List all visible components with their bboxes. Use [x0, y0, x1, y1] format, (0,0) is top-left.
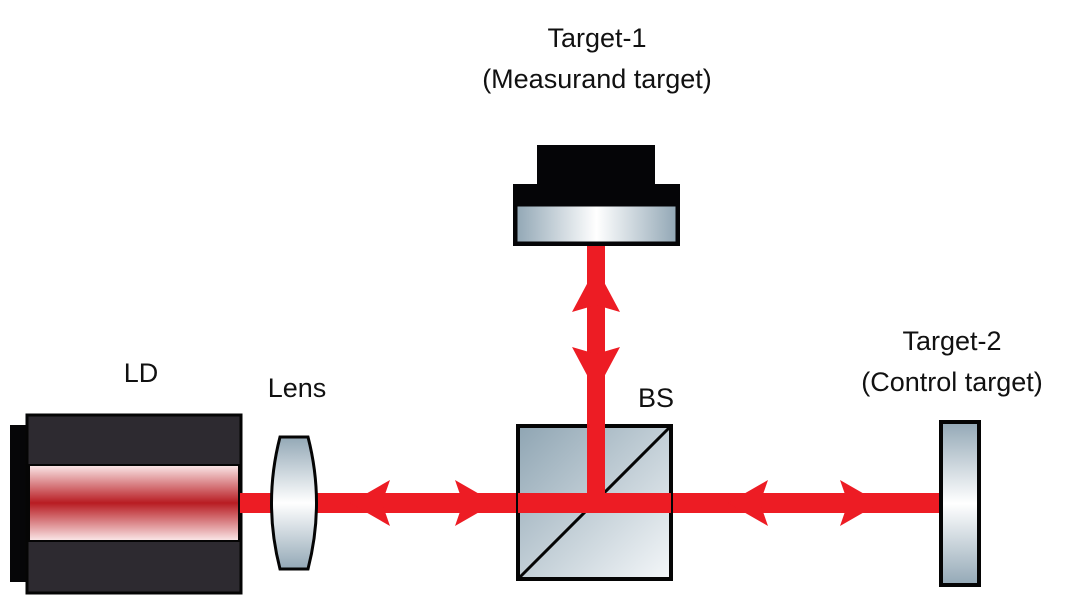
target2-mirror [939, 420, 981, 587]
ld-back-plate [10, 425, 30, 582]
target1 [513, 145, 680, 246]
laser-diode [10, 413, 243, 595]
ld-emitter [28, 464, 240, 542]
target1-mirror [516, 205, 677, 243]
beam-arrow-left-1 [350, 480, 390, 526]
target2-subtitle: (Control target) [861, 367, 1043, 397]
beam-arrow-down [572, 347, 620, 392]
beam-arrow-left-2 [728, 480, 768, 526]
lens-label: Lens [268, 373, 327, 403]
beam-arrow-right-1 [455, 480, 495, 526]
beam-arrow-right-2 [840, 480, 880, 526]
vertical-beam [572, 245, 620, 503]
target2-title: Target-2 [902, 326, 1001, 356]
ld-label: LD [124, 358, 159, 388]
target1-subtitle: (Measurand target) [482, 64, 712, 94]
lens [270, 435, 318, 571]
beam-arrow-up [572, 267, 620, 312]
target1-title: Target-1 [547, 23, 646, 53]
bs-label: BS [638, 383, 674, 413]
beam-through-bs [518, 493, 671, 513]
target1-housing-top [537, 145, 655, 187]
